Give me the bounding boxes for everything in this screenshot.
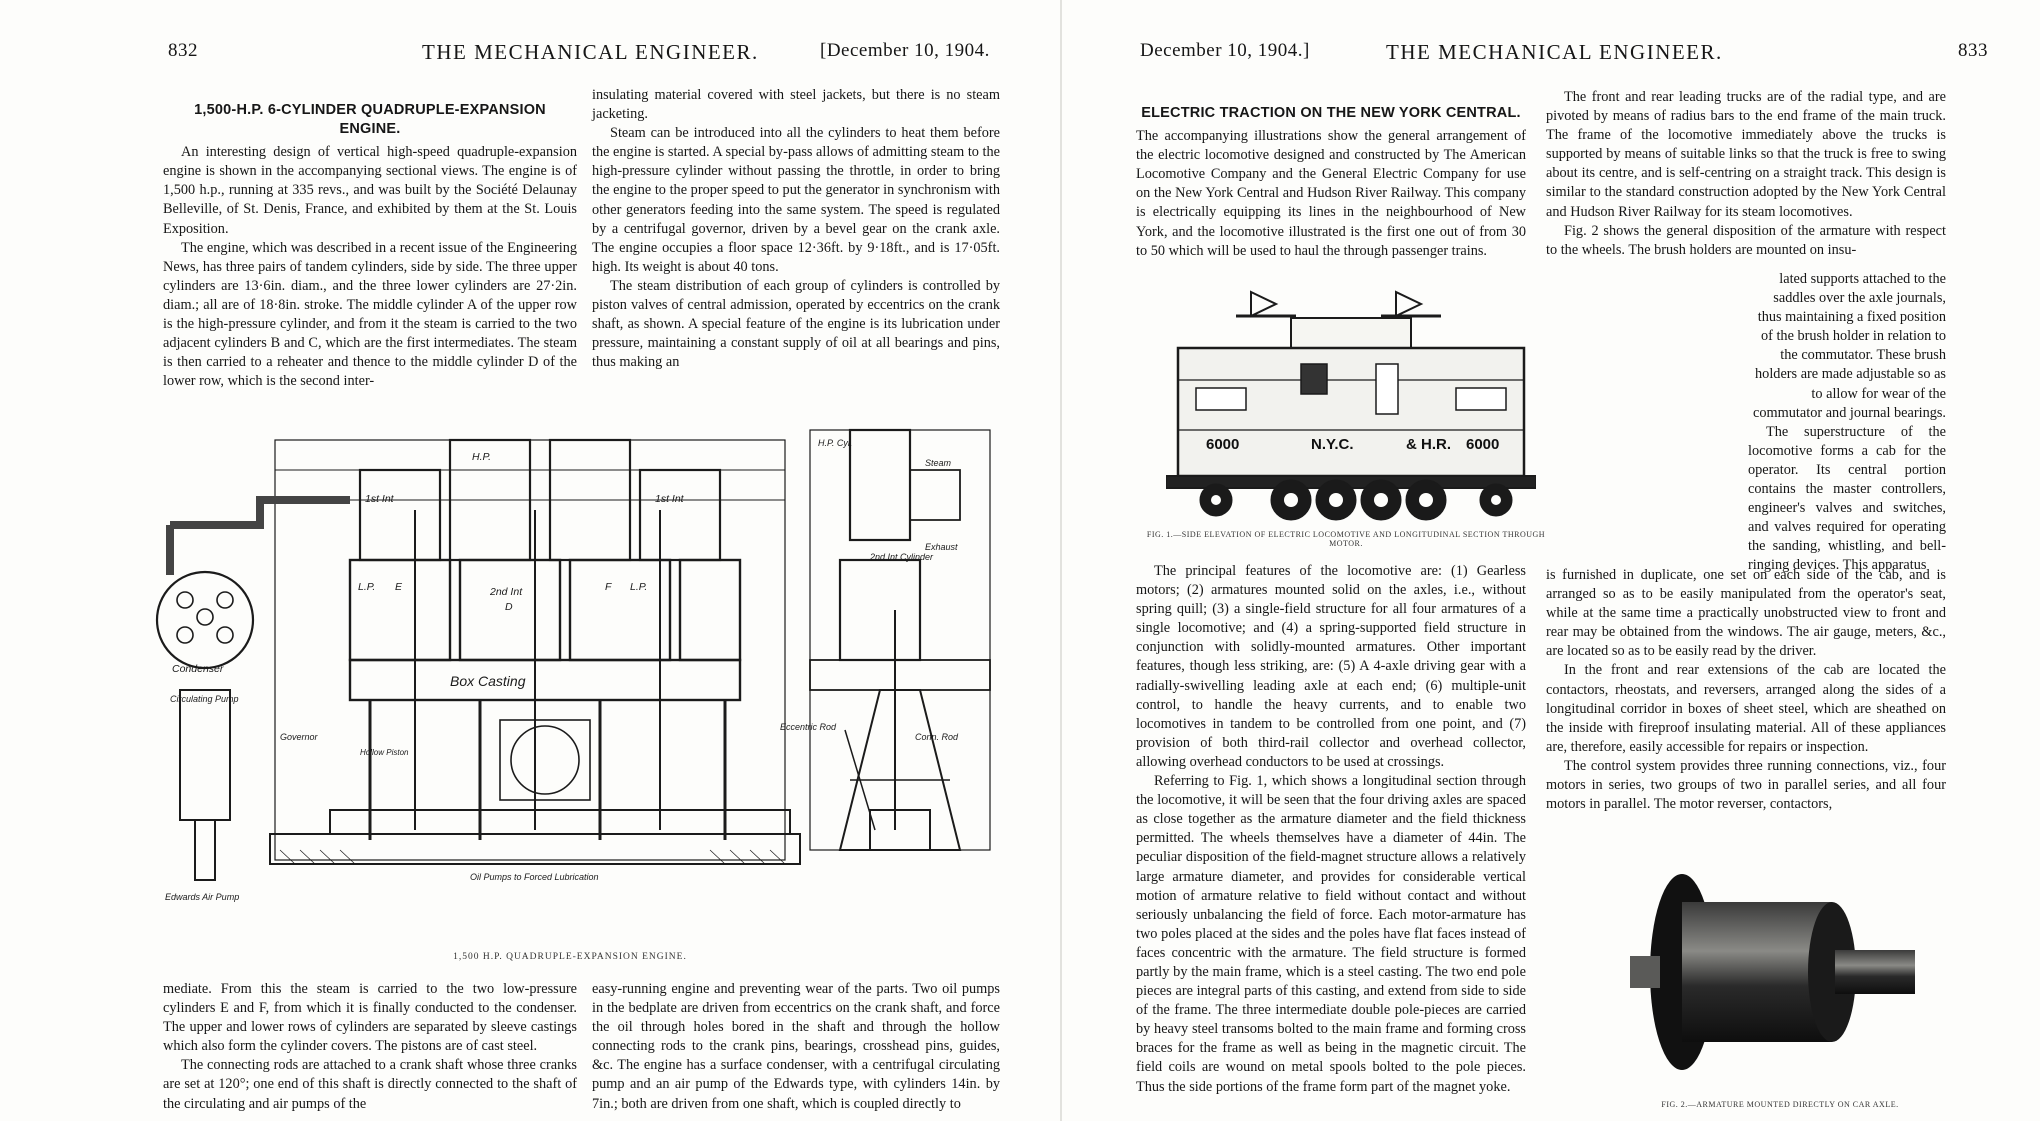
- right-column-top: insulating material covered with steel j…: [592, 86, 1000, 372]
- paragraph: The front and rear leading trucks are of…: [1546, 89, 1946, 220]
- book-gutter: [1060, 0, 1062, 1121]
- paragraph: An interesting design of vertical high-s…: [163, 144, 577, 237]
- running-title-right: THE MECHANICAL ENGINEER.: [1386, 40, 1723, 64]
- locomotive-number: 6000: [1466, 436, 1499, 453]
- figure-label: Eccentric Rod: [780, 722, 837, 732]
- article-title-engine: 1,500-H.P. 6-CYLINDER QUADRUPLE-EXPANSIO…: [194, 102, 546, 138]
- figure-label: Governor: [280, 732, 319, 742]
- figure-label: L.P.: [358, 581, 375, 593]
- figure-label: 1st Int: [655, 493, 685, 505]
- figure-label: Box Casting: [450, 673, 526, 689]
- figure-label: 1st Int: [365, 493, 395, 505]
- figure-label: L.P.: [630, 581, 647, 593]
- engine-sectional-drawing: H.P. 1st Int 1st Int L.P. E 2nd Int D F …: [155, 428, 991, 902]
- figure-label: H.P.: [472, 451, 491, 463]
- paragraph: easy-running engine and preventing wear …: [592, 981, 1000, 1112]
- right-column-bottom: easy-running engine and preventing wear …: [592, 980, 1000, 1114]
- left-page: 832 THE MECHANICAL ENGINEER. [December 1…: [0, 0, 1018, 1121]
- paragraph: insulating material covered with steel j…: [592, 87, 1000, 123]
- page-date-left: [December 10, 1904.: [820, 40, 990, 61]
- figure-label: 2nd Int Cylinder: [869, 552, 934, 562]
- figure-label: Oil Pumps to Forced Lubrication: [470, 872, 599, 882]
- page-date-right: December 10, 1904.]: [1140, 40, 1310, 61]
- figure-label: Condenser: [172, 663, 224, 675]
- paragraph: The control system provides three runnin…: [1546, 757, 1946, 813]
- figure-label: F: [605, 581, 612, 593]
- paragraph: mediate. From this the steam is carried …: [163, 981, 577, 1055]
- paragraph: lated supports attached to the saddles o…: [1753, 271, 1946, 421]
- figure-label: D: [505, 601, 513, 613]
- left-column-top: 1,500-H.P. 6-CYLINDER QUADRUPLE-EXPANSIO…: [163, 101, 577, 391]
- engine-figure-caption: 1,500 h.p. Quadruple-Expansion Engine.: [453, 952, 687, 962]
- figure-label: H.P. Cyl.: [818, 438, 852, 448]
- intro-column: ELECTRIC TRACTION ON THE NEW YORK CENTRA…: [1136, 104, 1526, 261]
- paragraph: The connecting rods are attached to a cr…: [163, 1057, 577, 1112]
- right-page: December 10, 1904.] THE MECHANICAL ENGIN…: [1100, 0, 2040, 1121]
- locomotive-road-name: & H.R.: [1406, 436, 1451, 453]
- paragraph: Fig. 2 shows the general disposition of …: [1546, 222, 1946, 258]
- locomotive-number: 6000: [1206, 436, 1239, 453]
- locomotive-road-name: N.Y.C.: [1311, 436, 1354, 453]
- brush-holder-column: lated supports attached to the saddles o…: [1566, 270, 1946, 576]
- paragraph: The principal features of the locomotive…: [1136, 563, 1526, 770]
- page-number-right: 833: [1958, 40, 1988, 61]
- features-column: The principal features of the locomotive…: [1136, 562, 1526, 1097]
- paragraph: The superstructure of the locomotive for…: [1748, 423, 1946, 574]
- figure-label: E: [395, 581, 403, 593]
- page-number-left: 832: [168, 40, 198, 61]
- paragraph: The steam distribution of each group of …: [592, 277, 1000, 371]
- figure-label: Conn. Rod: [915, 732, 959, 742]
- figure-label: Exhaust: [925, 542, 958, 552]
- paragraph: In the front and rear extensions of the …: [1546, 662, 1946, 755]
- fig1-caption: Fig. 1.—Side Elevation of Electric Locom…: [1146, 530, 1546, 548]
- paragraph: is furnished in duplicate, one set on ea…: [1546, 567, 1946, 660]
- figure-label: Edwards Air Pump: [165, 892, 239, 902]
- running-title-left: THE MECHANICAL ENGINEER.: [422, 40, 759, 64]
- paragraph: The engine, which was described in a rec…: [163, 239, 577, 390]
- locomotive-side-elevation: 6000 N.Y.C. & H.R. 6000: [1166, 290, 1536, 521]
- left-column-bottom: mediate. From this the steam is carried …: [163, 980, 577, 1114]
- cab-column: is furnished in duplicate, one set on ea…: [1546, 566, 1946, 814]
- figure-label: Hollow Piston: [360, 748, 409, 757]
- figure-label: 2nd Int: [489, 586, 523, 598]
- paragraph: Referring to Fig. 1, which shows a longi…: [1136, 773, 1526, 1095]
- paragraph: Steam can be introduced into all the cyl…: [592, 125, 1000, 275]
- figure-label: Circulating Pump: [170, 694, 239, 704]
- armature-photograph: [1630, 874, 1915, 1070]
- fig2-caption: Fig. 2.—Armature Mounted Directly on Car…: [1661, 1100, 1899, 1109]
- trucks-column: The front and rear leading trucks are of…: [1546, 88, 1946, 260]
- article-title-traction: ELECTRIC TRACTION ON THE NEW YORK CENTRA…: [1141, 105, 1521, 121]
- figure-label: Steam: [925, 458, 952, 468]
- paragraph: The accompanying illustrations show the …: [1136, 128, 1526, 259]
